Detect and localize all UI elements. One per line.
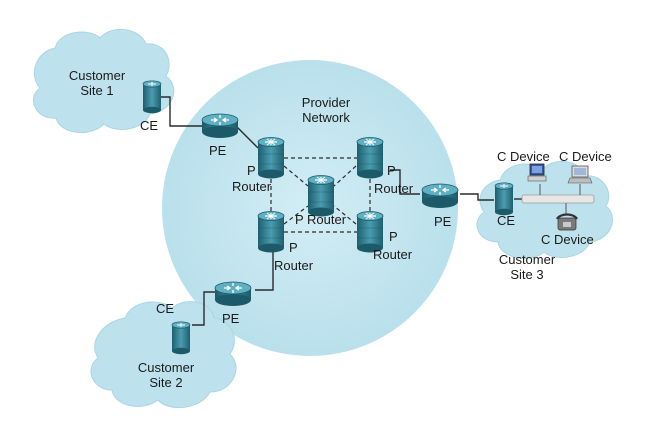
p-router-1-icon	[257, 136, 285, 180]
pe-router-2-icon	[214, 281, 252, 307]
customer-site-2-label: Customer Site 2	[138, 360, 194, 390]
p-router-3-p-label: P	[289, 240, 298, 255]
c-device-label-1: C Device	[497, 149, 550, 164]
site-1-line1: Customer	[68, 68, 126, 83]
provider-label-line1: Provider	[301, 95, 351, 110]
phone-icon	[556, 213, 578, 231]
ce-router-site-1-icon	[142, 80, 162, 114]
link-pe1-p1	[235, 125, 259, 149]
p-router-4-router-label: Router	[373, 247, 413, 262]
site-1-line2: Site 1	[80, 83, 114, 98]
pe-router-1-icon	[201, 113, 239, 139]
laptop-icon	[567, 165, 593, 184]
p-router-center-label: P Router	[295, 212, 347, 227]
customer-site-2-cloud	[90, 301, 237, 409]
p-mesh-links	[270, 157, 371, 233]
link-p2-pe3	[390, 169, 420, 195]
site-2-line2: Site 2	[149, 375, 183, 390]
provider-network-label: Provider Network	[302, 95, 350, 125]
p-router-1-router-label: Router	[232, 179, 272, 194]
p-router-1-p-label: P	[247, 163, 256, 178]
site-2-line1: Customer	[137, 360, 195, 375]
customer-site-1-cloud	[33, 29, 175, 134]
provider-label-line2: Network	[302, 110, 350, 125]
p-router-2-router-label: Router	[374, 181, 414, 196]
p-router-2-p-label: P	[387, 163, 396, 178]
p-router-2-icon	[356, 136, 384, 180]
c-device-label-3: C Device	[541, 232, 594, 247]
ce-label-site-1: CE	[140, 118, 159, 133]
link-p3-pe2	[255, 245, 274, 291]
site-3-line1: Customer	[498, 252, 556, 267]
pe-label-3: PE	[434, 214, 452, 229]
p-router-3-router-label: Router	[274, 258, 314, 273]
ce-router-site-3-icon	[494, 182, 514, 216]
site-3-line2: Site 3	[510, 267, 544, 282]
c-device-label-2: C Device	[559, 149, 612, 164]
ce-label-site-2: CE	[156, 301, 175, 316]
pe-label-2: PE	[222, 311, 240, 326]
p-router-center-icon	[307, 174, 335, 218]
lan-segment	[521, 194, 595, 204]
ce-router-site-2-icon	[171, 321, 191, 355]
pe-router-3-icon	[421, 183, 459, 209]
customer-site-1-label: Customer Site 1	[69, 68, 125, 98]
p-router-4-p-label: P	[389, 229, 398, 244]
pe-label-1: PE	[209, 143, 227, 158]
customer-site-3-label: Customer Site 3	[499, 252, 555, 282]
ce-label-site-3: CE	[497, 213, 516, 228]
link-pe3-ce3	[460, 193, 494, 201]
link-pe2-ce2	[192, 291, 216, 326]
computer-icon	[527, 163, 547, 182]
p-router-3-icon	[257, 210, 285, 254]
